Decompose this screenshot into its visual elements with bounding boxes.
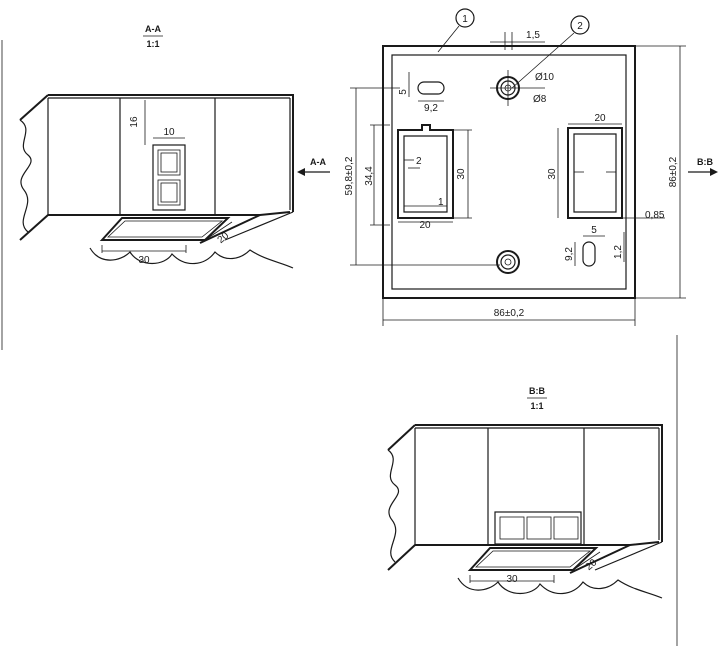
section-aa-title: A-A <box>145 24 161 34</box>
plan-view: 1 2 1,5 Ø10 Ø8 5 9,2 59,8±0,2 34,4 <box>297 8 718 326</box>
section-bb-scale: 1:1 <box>530 401 543 411</box>
dim-left-1: 1 <box>438 197 444 208</box>
marker-2: 2 <box>577 21 583 32</box>
section-aa-scale: 1:1 <box>146 39 159 49</box>
dim-right-box-w: 20 <box>594 113 606 124</box>
section-aa-dim-depth: 20 <box>216 230 232 246</box>
section-bb-title: B:B <box>529 386 545 396</box>
dim-left-2: 2 <box>416 156 422 167</box>
marker-1: 1 <box>462 14 468 25</box>
section-aa-dim-width: 10 <box>163 127 175 138</box>
dim-total-w: 86±0,2 <box>494 308 525 319</box>
dim-right-slot-h: 9,2 <box>564 247 575 261</box>
dim-left-box-w: 20 <box>419 220 431 231</box>
section-aa-dim-height: 16 <box>129 116 140 128</box>
arrow-bb-label: B:B <box>697 157 713 167</box>
arrow-aa-label: A-A <box>310 157 326 167</box>
dim-right-slot-w: 5 <box>591 225 597 236</box>
dim-slot-h: 5 <box>398 89 409 95</box>
dim-left-rect-h: 59,8±0,2 <box>344 156 355 195</box>
section-aa-view: A-A 1:1 16 10 30 <box>19 24 294 269</box>
section-bb-view: B:B 1:1 30 20 <box>387 386 663 599</box>
dim-outer-dia: Ø10 <box>535 72 554 83</box>
dim-total-h: 86±0,2 <box>668 156 679 187</box>
dim-slot-w: 9,2 <box>424 103 438 114</box>
dim-left-inner: 34,4 <box>364 166 375 186</box>
dim-right-box-h: 30 <box>547 168 558 180</box>
dim-085: 0,85 <box>645 210 665 221</box>
dim-top: 1,5 <box>526 30 540 41</box>
dim-12: 1,2 <box>613 245 624 259</box>
section-aa-dim-base: 30 <box>138 255 150 266</box>
dim-left-box-h: 30 <box>456 168 467 180</box>
section-bb-dim-base: 30 <box>506 574 518 585</box>
dim-inner-dia: Ø8 <box>533 94 547 105</box>
